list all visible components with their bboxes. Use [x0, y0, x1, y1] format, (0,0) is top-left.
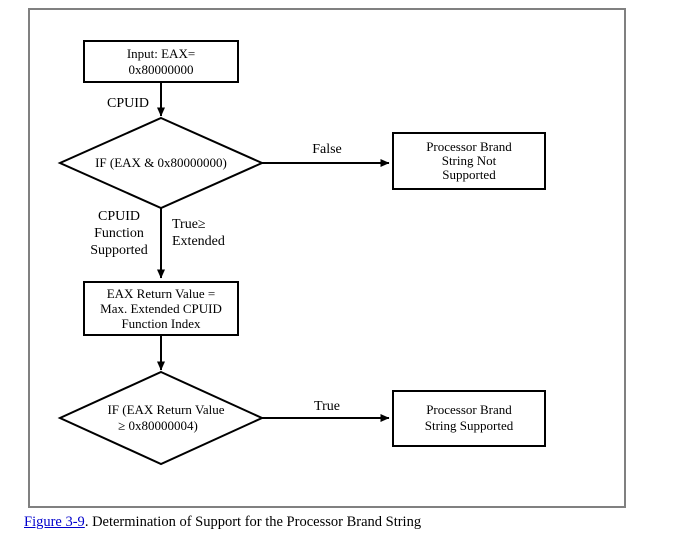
edge-label-cpuid: CPUID	[107, 96, 149, 111]
edge-check-true: CPUID Function Supported True≥ Extended	[90, 208, 225, 279]
figure-caption-link[interactable]: Figure 3-9	[24, 514, 85, 530]
node-check-0x80000004-line2: ≥ 0x80000004)	[118, 418, 198, 433]
node-check-extended-label: IF (EAX & 0x80000000)	[95, 155, 227, 170]
node-input: Input: EAX= 0x80000000	[83, 40, 239, 83]
edge-label-cpuid-function-supported-line2: Function	[94, 226, 144, 241]
node-max-index-line1: EAX Return Value =	[107, 286, 216, 301]
edge-label-cpuid-function-supported-line1: CPUID	[98, 209, 140, 224]
node-check-extended-diamond	[57, 116, 265, 210]
figure-caption-text: . Determination of Support for the Proce…	[84, 514, 422, 530]
edge-label-cpuid-function-supported-line3: Supported	[90, 243, 148, 258]
node-max-index-line3: Function Index	[121, 316, 201, 331]
node-input-box	[83, 40, 239, 83]
flowchart-canvas: CPUID False CPUID Function Supported Tru…	[57, 40, 546, 466]
node-not-supported-line2: String Not	[442, 153, 497, 168]
node-not-supported-line1: Processor Brand	[426, 139, 512, 154]
node-check-extended: IF (EAX & 0x80000000)	[57, 116, 265, 210]
node-supported-line2: String Supported	[425, 418, 514, 433]
figure-caption: Figure 3-9. Determination of Support for…	[24, 514, 421, 531]
edge-label-false: False	[312, 142, 342, 157]
node-not-supported: Processor Brand String Not Supported	[392, 132, 546, 190]
node-check-0x80000004: IF (EAX Return Value ≥ 0x80000004)	[57, 370, 265, 466]
node-check-0x80000004-line1: IF (EAX Return Value	[107, 402, 224, 417]
edge-label-true-extended-line2: Extended	[172, 234, 225, 249]
node-supported-line1: Processor Brand	[426, 402, 512, 417]
node-not-supported-line3: Supported	[442, 167, 496, 182]
edge-check-false: False	[262, 142, 390, 167]
edge-check2-true: True	[262, 399, 390, 422]
node-max-index-line2: Max. Extended CPUID	[100, 301, 222, 316]
edge-label-true-extended-line1: True≥	[172, 217, 206, 232]
figure-region: CPUID False CPUID Function Supported Tru…	[28, 8, 626, 508]
node-supported-box	[392, 390, 546, 447]
node-supported: Processor Brand String Supported	[392, 390, 546, 447]
node-not-supported-box	[392, 132, 546, 190]
node-input-line1: Input: EAX=	[127, 46, 195, 61]
node-max-index-box	[83, 281, 239, 336]
node-input-line2: 0x80000000	[129, 62, 194, 77]
edge-input-to-check: CPUID	[107, 82, 165, 117]
node-check-0x80000004-diamond	[57, 370, 265, 466]
edge-label-true: True	[314, 399, 340, 414]
node-max-index: EAX Return Value = Max. Extended CPUID F…	[83, 281, 239, 336]
